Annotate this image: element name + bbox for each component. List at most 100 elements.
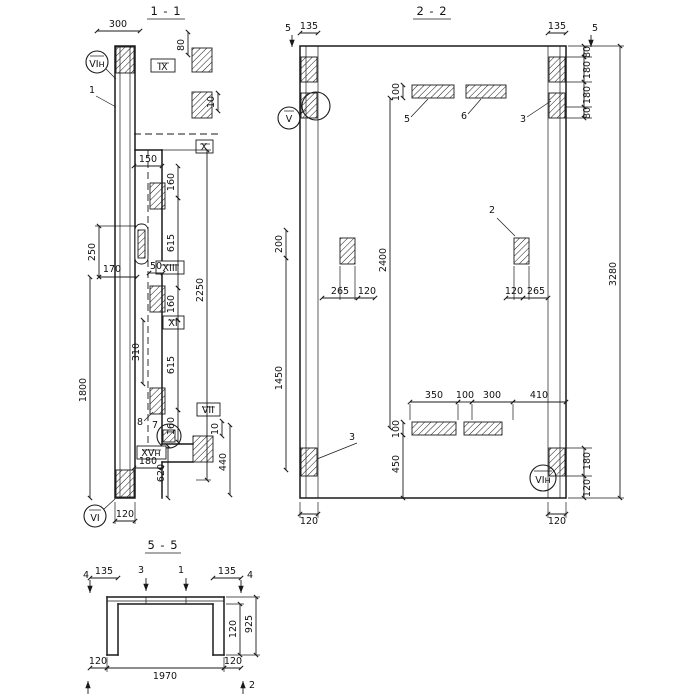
section-2-2-title: 2 - 2 bbox=[416, 4, 447, 18]
dim-265-right: 265 bbox=[527, 286, 545, 297]
mark-VII: VII bbox=[202, 405, 214, 416]
part-labels: 5 6 3 2 3 bbox=[316, 98, 552, 460]
dim-310: 310 bbox=[131, 343, 142, 361]
dim-80b: 80 bbox=[582, 107, 593, 119]
concrete-hatch bbox=[300, 92, 318, 119]
dim-100-top: 100 bbox=[391, 83, 402, 101]
detail-circle bbox=[301, 91, 331, 121]
dim-180b: 180 bbox=[582, 86, 593, 104]
mark-IX: IX bbox=[158, 62, 168, 73]
dim-450: 450 bbox=[391, 455, 402, 473]
dim-615b: 615 bbox=[166, 356, 177, 374]
dim-100-bottom: 100 bbox=[391, 420, 402, 438]
rebar-items bbox=[134, 182, 182, 449]
flange-end-detail bbox=[191, 47, 213, 73]
dim-300: 300 bbox=[483, 390, 501, 401]
dim-2250: 2250 bbox=[195, 278, 206, 302]
dimensions-5-5: 135 135 120 925 120 1970 120 bbox=[87, 566, 260, 682]
section-5-5-title: 5 - 5 bbox=[147, 538, 178, 552]
rebar-hatch bbox=[339, 237, 356, 265]
rebar-hatch bbox=[149, 285, 166, 313]
cut-marks-5-5: 4 3 1 4 2 bbox=[83, 565, 255, 694]
concrete-hatch-bottom bbox=[115, 469, 135, 498]
mark-V: V bbox=[286, 114, 293, 125]
part-label-6: 6 bbox=[461, 111, 467, 122]
mark-VIn-top: VIн bbox=[89, 59, 105, 70]
part-label-1: 1 bbox=[89, 85, 95, 96]
mark-boxes: IX X XIII XI VII XVн bbox=[136, 58, 221, 460]
dim-180: 180 bbox=[139, 456, 157, 467]
rebar-hatch bbox=[465, 84, 507, 99]
rebar-hatch bbox=[463, 421, 503, 436]
dim-265-left: 265 bbox=[331, 286, 349, 297]
rebar-hatch bbox=[411, 421, 457, 436]
dim-120-right: 120 bbox=[228, 620, 239, 638]
channel-outline bbox=[106, 596, 225, 656]
cut-mark-1: 1 bbox=[178, 565, 184, 576]
part-label-2: 2 bbox=[489, 205, 495, 216]
rebar-hatch bbox=[137, 229, 146, 259]
section-1-1-title: 1 - 1 bbox=[150, 4, 181, 18]
dimensions-2-2: 135 5 135 5 80 180 180 80 3280 180 120 2… bbox=[274, 21, 624, 527]
cut-mark-4-left: 4 bbox=[83, 570, 89, 581]
dim-135-right: 135 bbox=[548, 21, 566, 32]
dim-150: 150 bbox=[139, 154, 157, 165]
dimensions-1-1: 300 80 10 150 160 615 160 615 160 50 250… bbox=[78, 19, 233, 524]
dim-135-left: 135 bbox=[300, 21, 318, 32]
mark-VIn-bottom: VIн bbox=[535, 475, 551, 486]
cut-mark-5-left: 5 bbox=[285, 23, 291, 34]
bottom-step-detail bbox=[192, 435, 214, 463]
dim-160b: 160 bbox=[166, 295, 177, 313]
mark-circles: V VIн bbox=[277, 91, 557, 492]
dim-925: 925 bbox=[244, 615, 255, 633]
dim-2400: 2400 bbox=[378, 248, 389, 272]
dim-160c: 160 bbox=[166, 417, 177, 435]
part-label-7: 7 bbox=[152, 420, 158, 431]
concrete-hatch-top bbox=[115, 46, 135, 74]
section-2-2: 2 - 2 V VIн 5 6 3 bbox=[274, 4, 624, 527]
dim-350: 350 bbox=[425, 390, 443, 401]
rebar-items bbox=[339, 84, 530, 436]
dim-120-bottom-left: 120 bbox=[300, 516, 318, 527]
rebar-hatch bbox=[162, 429, 176, 443]
dim-615a: 615 bbox=[166, 234, 177, 252]
dim-135-left: 135 bbox=[95, 566, 113, 577]
mark-circles: VIн VI 1 8 7 bbox=[83, 50, 158, 528]
dim-620: 620 bbox=[156, 464, 167, 482]
dim-50: 50 bbox=[150, 261, 162, 272]
dim-10-top: 10 bbox=[206, 96, 217, 108]
part-label-3-top: 3 bbox=[520, 114, 526, 125]
concrete-hatch bbox=[548, 447, 566, 477]
section-5-5: 5 - 5 4 3 1 4 2 135 135 120 bbox=[83, 538, 260, 694]
dim-440: 440 bbox=[218, 453, 229, 471]
dim-120-bottom-right: 120 bbox=[224, 656, 242, 667]
dim-120-bottom-right-chain: 120 bbox=[582, 479, 593, 497]
dim-120-left: 120 bbox=[358, 286, 376, 297]
dim-120-bottom-left: 120 bbox=[89, 656, 107, 667]
dim-250: 250 bbox=[87, 243, 98, 261]
dim-120-right: 120 bbox=[505, 286, 523, 297]
part-label-5: 5 bbox=[404, 114, 410, 125]
rebar-hatch bbox=[149, 387, 166, 415]
cut-mark-5-right: 5 bbox=[592, 23, 598, 34]
dim-180a: 180 bbox=[582, 61, 593, 79]
dim-135-right: 135 bbox=[218, 566, 236, 577]
mark-XVn: XVн bbox=[141, 448, 160, 459]
concrete-hatch bbox=[548, 56, 566, 83]
dim-120: 120 bbox=[116, 509, 134, 520]
dim-200: 200 bbox=[274, 235, 285, 253]
mark-X: X bbox=[201, 142, 208, 153]
concrete-hatch bbox=[300, 56, 318, 83]
dim-1450: 1450 bbox=[274, 366, 285, 390]
part-label-8: 8 bbox=[137, 417, 143, 428]
dim-410: 410 bbox=[530, 390, 548, 401]
dim-80: 80 bbox=[176, 39, 187, 51]
rib-detail bbox=[191, 91, 213, 119]
concrete-hatch bbox=[548, 92, 566, 119]
part-label-3-bottom: 3 bbox=[349, 432, 355, 443]
concrete-hatch bbox=[300, 447, 318, 477]
dim-1800: 1800 bbox=[78, 378, 89, 402]
dim-100-mid: 100 bbox=[456, 390, 474, 401]
